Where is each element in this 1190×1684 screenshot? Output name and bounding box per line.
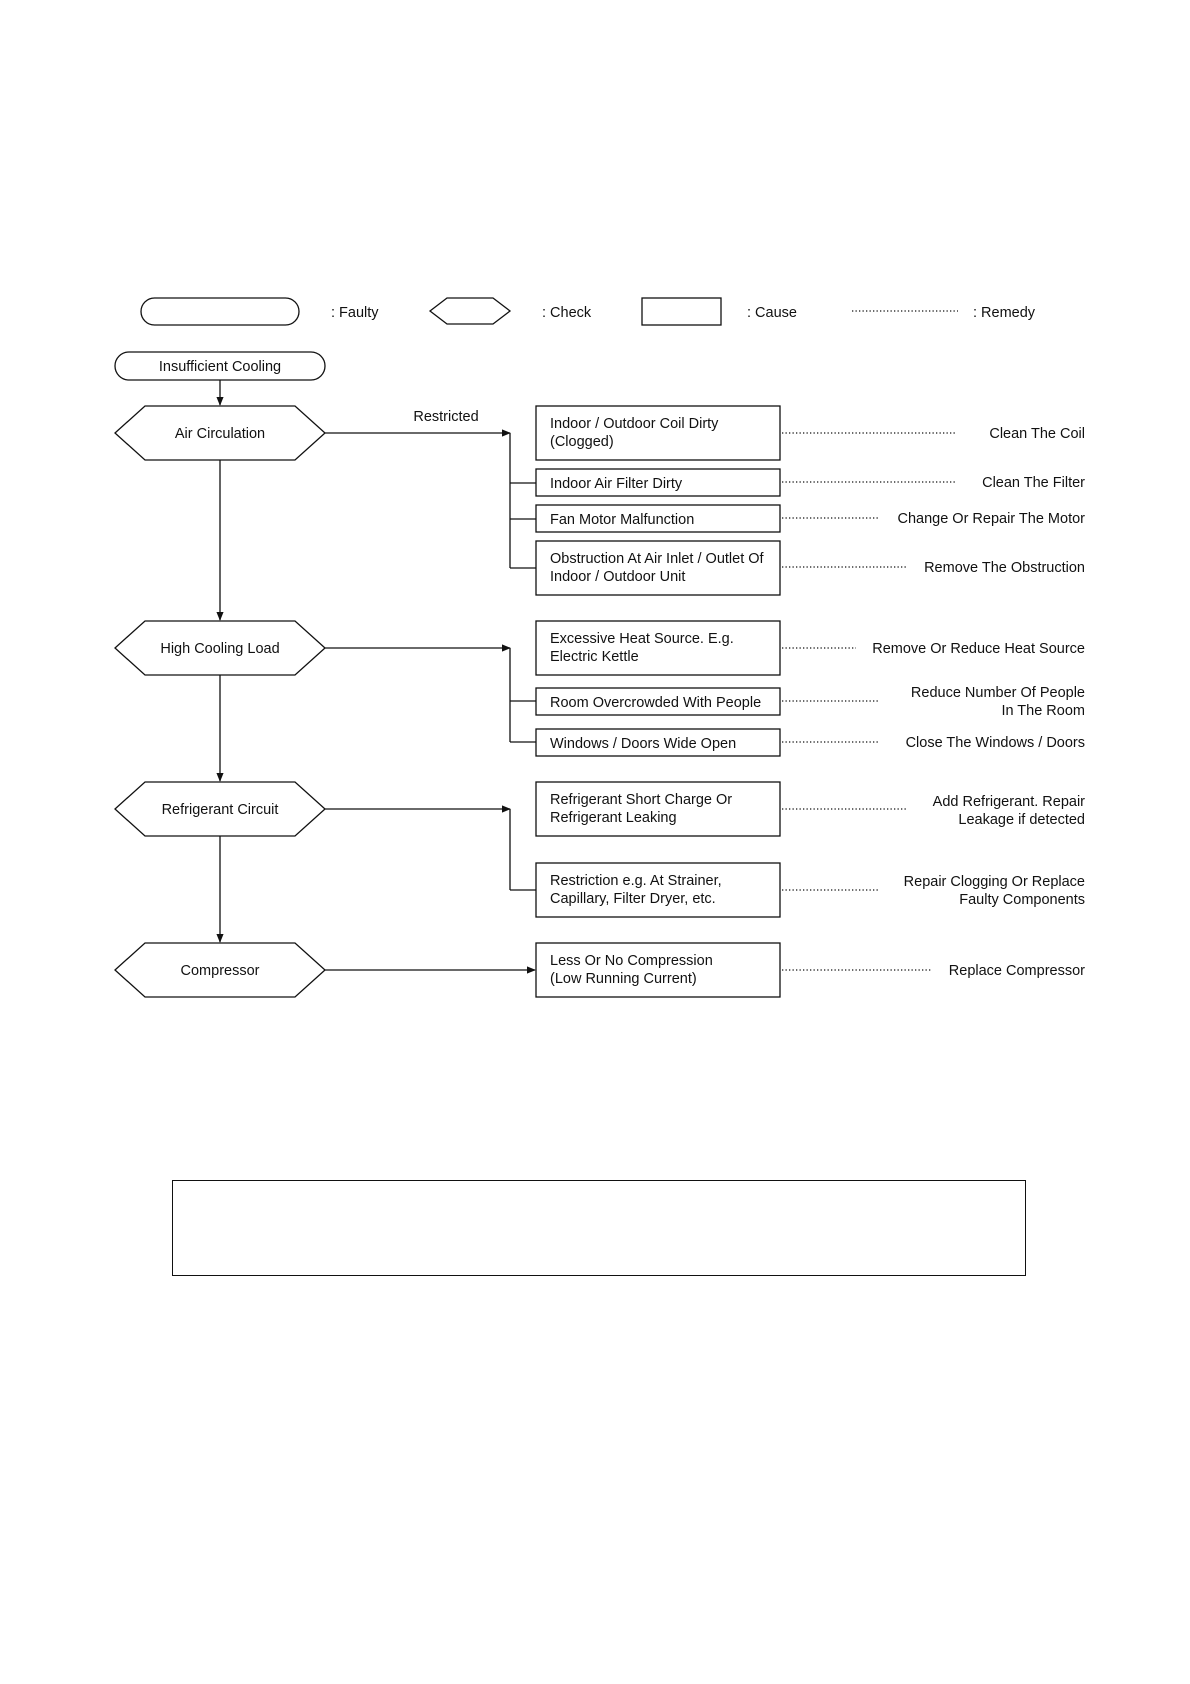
remedy-text: Close The Windows / Doors [906, 735, 1085, 751]
legend-remedy-label: : Remedy [973, 305, 1036, 321]
remedy-text: Add Refrigerant. Repair [933, 794, 1085, 810]
check-high-cooling-load: High Cooling Load Excessive Heat Source.… [114, 620, 1085, 757]
cause-box [535, 405, 781, 461]
cause-box [535, 728, 781, 757]
cause-text: Obstruction At Air Inlet / Outlet Of [550, 551, 765, 567]
cause-text: Indoor Air Filter Dirty [550, 476, 683, 492]
cause-box [535, 620, 781, 676]
remedy-text: Remove Or Reduce Heat Source [872, 641, 1085, 657]
remedy-text: Clean The Filter [982, 475, 1085, 491]
cause-box [535, 687, 781, 716]
remedy-text: Replace Compressor [949, 963, 1085, 979]
cause-text: (Low Running Current) [550, 971, 697, 987]
start-faulty-label: Insufficient Cooling [159, 359, 281, 375]
cause-text: Refrigerant Leaking [550, 810, 677, 826]
remedy-text: In The Room [1001, 703, 1085, 719]
cause-text: Excessive Heat Source. E.g. [550, 631, 734, 647]
check-label: High Cooling Load [160, 641, 279, 657]
check-refrigerant-circuit: Refrigerant Circuit Refrigerant Short Ch… [114, 781, 1085, 918]
cause-text: Refrigerant Short Charge Or [550, 792, 732, 808]
legend-cause-label: : Cause [747, 305, 797, 321]
remedy-text: Clean The Coil [989, 426, 1085, 442]
cause-text: Less Or No Compression [550, 953, 713, 969]
cause-text: Electric Kettle [550, 649, 639, 665]
cause-text: Indoor / Outdoor Coil Dirty [550, 416, 719, 432]
edge-label-restricted: Restricted [413, 409, 478, 425]
legend-faulty-label: : Faulty [331, 305, 379, 321]
legend-check-symbol [428, 297, 512, 325]
legend-cause-symbol [641, 297, 722, 326]
remedy-text: Leakage if detected [958, 812, 1085, 828]
check-label: Compressor [181, 963, 260, 979]
remedy-text: Reduce Number Of People [911, 685, 1085, 701]
legend-faulty-symbol [140, 297, 300, 326]
cause-box [535, 540, 781, 596]
cause-box [535, 468, 781, 497]
cause-text: Restriction e.g. At Strainer, [550, 873, 722, 889]
check-label: Refrigerant Circuit [162, 802, 279, 818]
remedy-text: Faulty Components [959, 892, 1085, 908]
cause-box [535, 781, 781, 837]
cause-text: (Clogged) [550, 434, 614, 450]
cause-text: Room Overcrowded With People [550, 695, 761, 711]
cause-box [535, 862, 781, 918]
legend-check-label: : Check [542, 305, 592, 321]
remedy-text: Remove The Obstruction [924, 560, 1085, 576]
remedy-text: Change Or Repair The Motor [897, 511, 1085, 527]
check-compressor: Compressor Less Or No Compression (Low R… [114, 942, 1085, 998]
note-box [172, 1180, 1026, 1276]
check-air-circulation: Air Circulation Indoor / Outdoor Coil Di… [114, 405, 1085, 596]
check-label: Air Circulation [175, 426, 265, 442]
cause-box [535, 504, 781, 533]
cause-text: Capillary, Filter Dryer, etc. [550, 891, 716, 907]
cause-text: Windows / Doors Wide Open [550, 736, 736, 752]
cause-text: Indoor / Outdoor Unit [550, 569, 685, 585]
remedy-text: Repair Clogging Or Replace [904, 874, 1085, 890]
cause-text: Fan Motor Malfunction [550, 512, 694, 528]
cause-box [535, 942, 781, 998]
legend: : Faulty : Check : Cause : Remedy [140, 297, 1036, 326]
